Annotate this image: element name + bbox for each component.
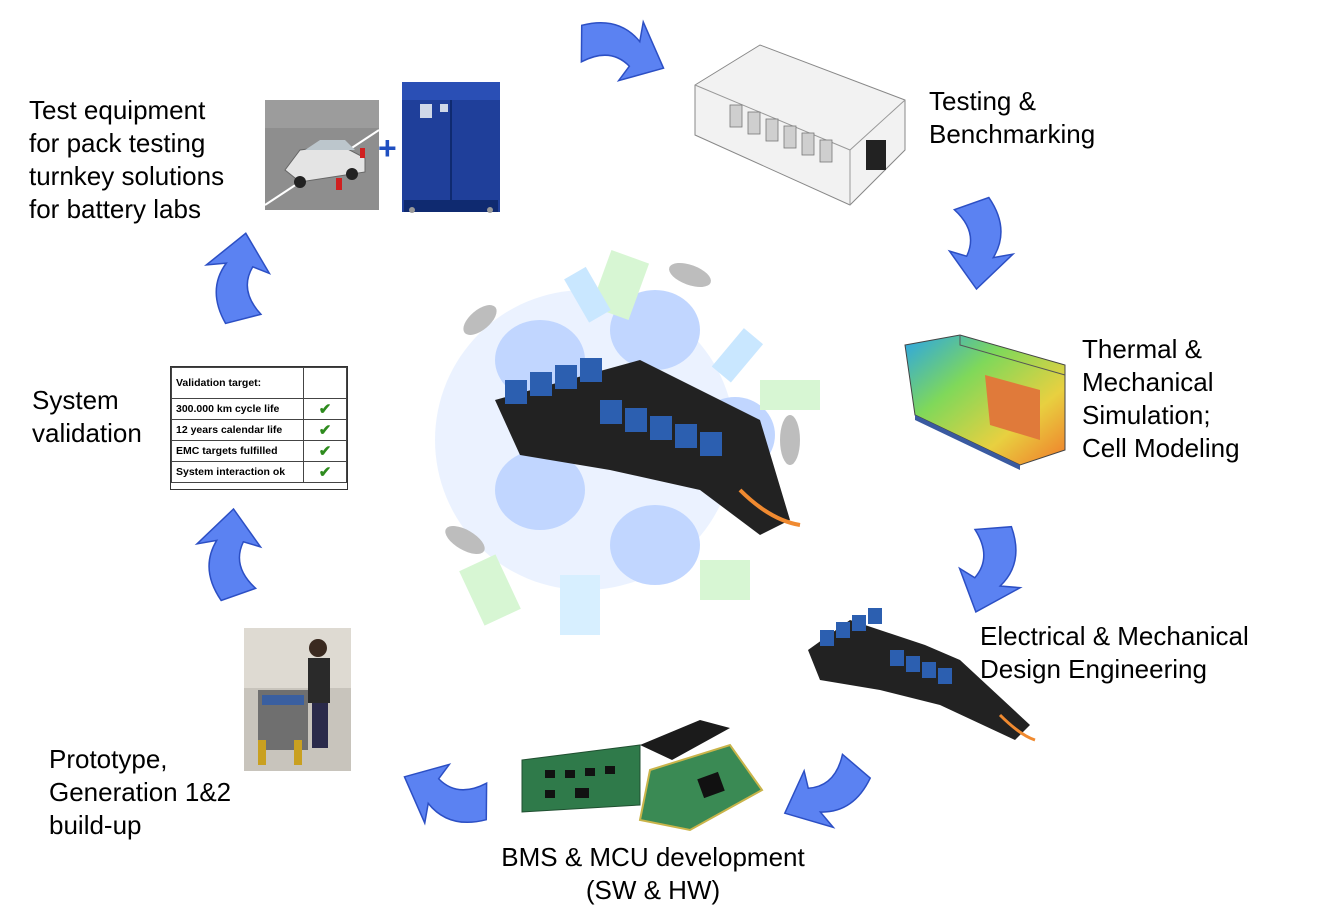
table-row: System interaction ok ✔ — [171, 461, 347, 483]
label-electrical-design: Electrical & Mechanical Design Engineeri… — [980, 621, 1249, 684]
table-row: 12 years calendar life ✔ — [171, 419, 347, 441]
label-system-validation: System validation — [32, 385, 142, 448]
plus-sign: + — [378, 130, 397, 166]
label-bms-development: BMS & MCU development (SW & HW) — [501, 842, 805, 905]
checkmark-icon: ✔ — [318, 401, 332, 418]
validation-table-header: Validation target: — [171, 367, 304, 399]
table-row: EMC targets fulfilled ✔ — [171, 440, 347, 462]
label-prototype: Prototype, Generation 1&2 build-up — [49, 744, 232, 840]
checkmark-icon: ✔ — [318, 464, 332, 481]
checkmark-icon: ✔ — [318, 443, 332, 460]
label-test-equipment: Test equipment for pack testing turnkey … — [29, 95, 225, 224]
validation-table: Validation target: 300.000 km cycle life… — [170, 366, 348, 490]
table-row: 300.000 km cycle life ✔ — [171, 398, 347, 420]
label-testing-benchmarking: Testing & Benchmarking — [929, 86, 1096, 149]
label-thermal-simulation: Thermal & Mechanical Simulation; Cell Mo… — [1082, 334, 1240, 463]
checkmark-icon: ✔ — [318, 422, 332, 439]
